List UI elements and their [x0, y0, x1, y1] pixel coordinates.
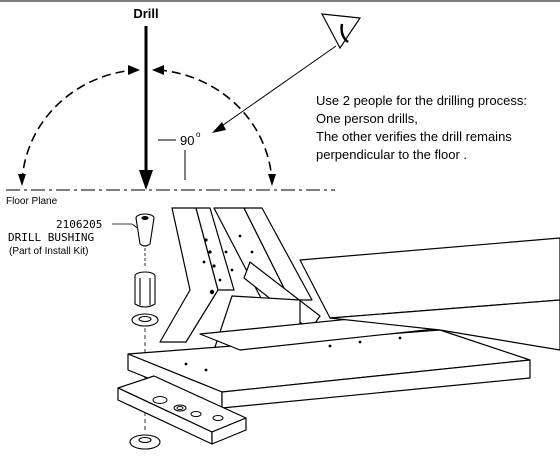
foot-plate-holes [152, 396, 224, 421]
bushing-sleeve [134, 271, 156, 308]
eye-icon [320, 13, 362, 50]
drill-title: Drill [133, 6, 158, 21]
angle-label: 90 [180, 133, 194, 148]
floor-plane-label: Floor Plane [6, 196, 58, 207]
degree-symbol: o [196, 130, 201, 139]
drill-arrow [139, 26, 153, 190]
angle-annotation: 90 o [158, 130, 201, 180]
part-note: (Part of Install Kit) [9, 246, 88, 257]
lock-nut [131, 313, 159, 327]
angle-arc-left [18, 65, 140, 186]
floor-washer [129, 434, 161, 450]
sight-line-arrow [212, 45, 337, 133]
instruction-line: Use 2 people for the drilling process: [316, 93, 528, 108]
seat-frame [117, 207, 560, 445]
instruction-line: One person drills, [316, 111, 418, 126]
instruction-note: Use 2 people for the drilling process: O… [316, 92, 556, 164]
angle-arc-right [152, 65, 276, 186]
part-name: DRILL BUSHING [8, 231, 94, 244]
part-number: 2106205 [56, 218, 102, 231]
instruction-line: perpendicular to the floor . [316, 147, 468, 162]
drill-bushing-part [135, 213, 155, 247]
instruction-line: The other verifies the drill remains [316, 129, 512, 144]
frame-holes [184, 234, 402, 372]
